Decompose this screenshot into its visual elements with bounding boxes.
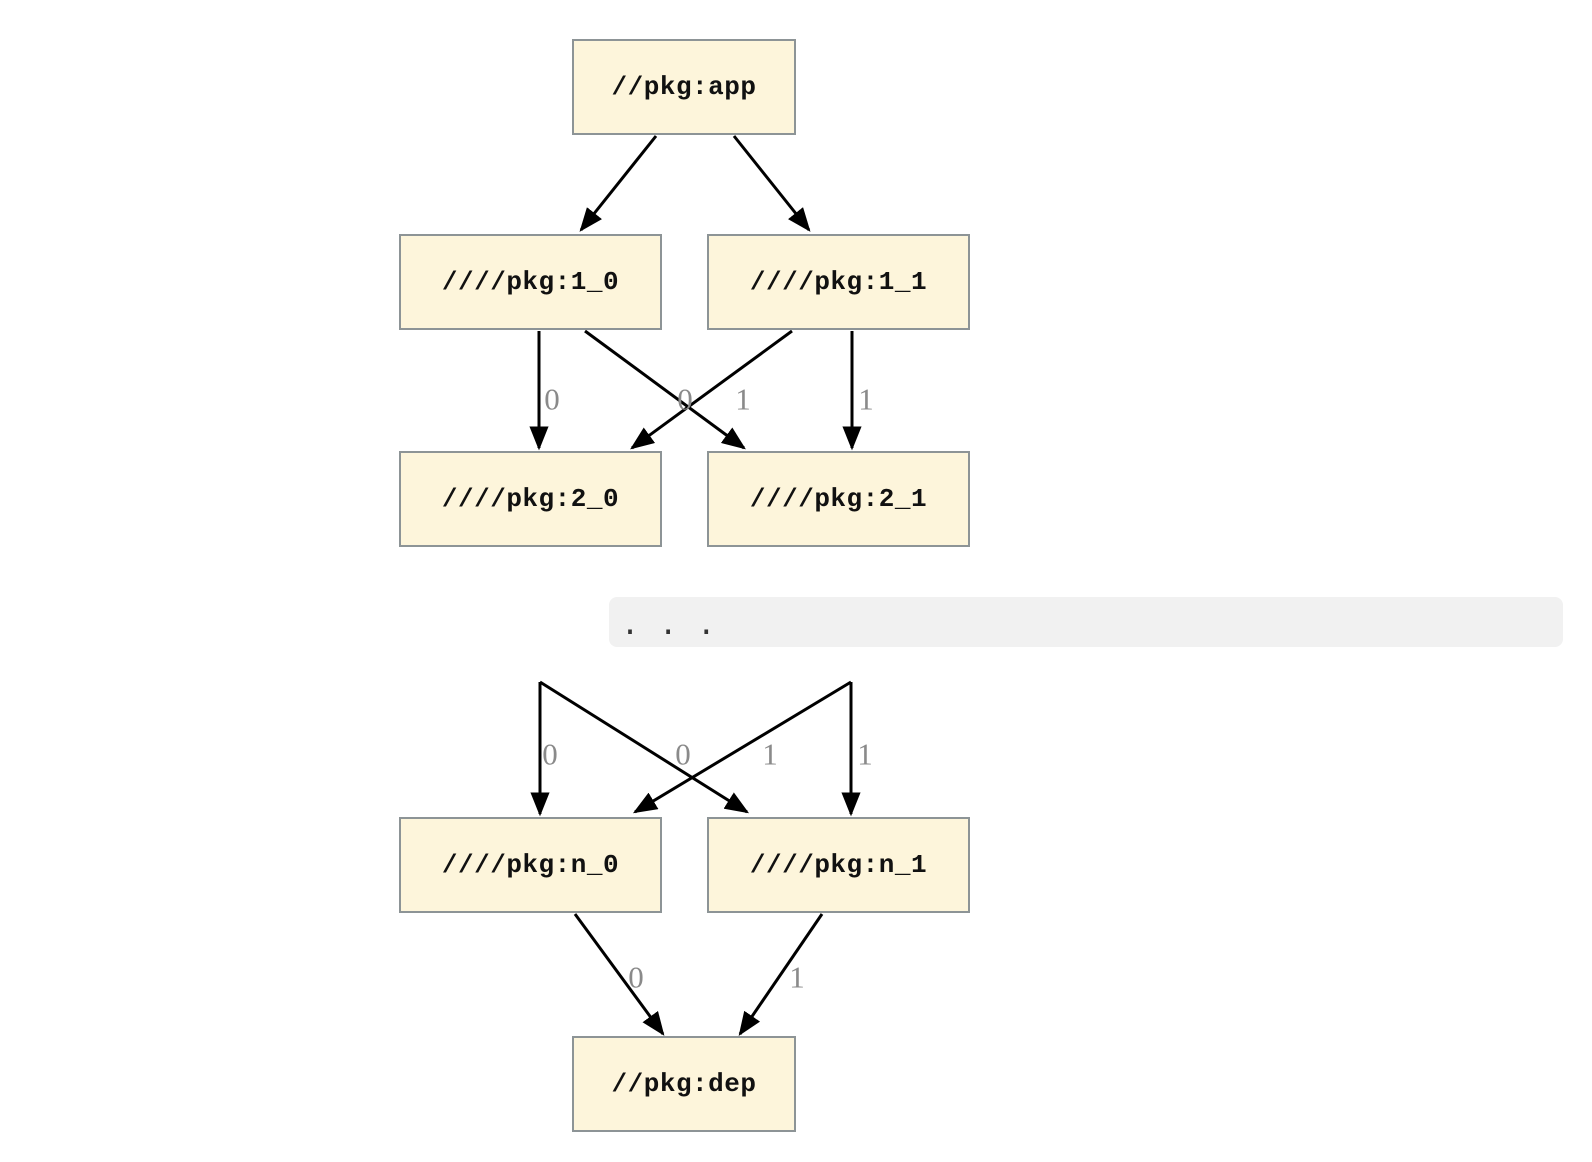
edge-ellipsis_0-to-n_1 bbox=[539, 680, 750, 814]
edge-label-n_1-to-dep: 1 bbox=[789, 960, 805, 995]
edge-label-ellipsis_0-to-n_0: 0 bbox=[542, 737, 558, 772]
edge-label-1_1-to-2_0: 1 bbox=[735, 382, 751, 417]
graph-node-2_0: ////pkg:2_0 bbox=[399, 451, 662, 547]
edge-ellipsis_1-to-n_0 bbox=[632, 680, 852, 814]
edge-1_0-to-2_1 bbox=[584, 329, 746, 450]
edge-label-1_0-to-2_0: 0 bbox=[544, 382, 560, 417]
edge-label-ellipsis_1-to-n_1: 1 bbox=[857, 737, 873, 772]
edge-n_0-to-dep bbox=[573, 913, 665, 1036]
edge-label-ellipsis_0-to-n_1: 0 bbox=[675, 737, 691, 772]
ellipsis-bar: . . . bbox=[609, 597, 1563, 647]
graph-node-app: //pkg:app bbox=[572, 39, 796, 135]
graph-node-2_1: ////pkg:2_1 bbox=[707, 451, 970, 547]
graph-node-1_1: ////pkg:1_1 bbox=[707, 234, 970, 330]
edge-label-ellipsis_1-to-n_0: 1 bbox=[762, 737, 778, 772]
graph-node-n_1: ////pkg:n_1 bbox=[707, 817, 970, 913]
edge-labels-group: 0 0 1 1 0 0 1 1 0 1 bbox=[542, 382, 874, 995]
graph-node-1_0: ////pkg:1_0 bbox=[399, 234, 662, 330]
edge-1_1-to-2_0 bbox=[630, 329, 793, 450]
edge-label-1_1-to-2_1: 1 bbox=[858, 382, 874, 417]
edge-n_1-to-dep bbox=[738, 913, 824, 1036]
edge-app-to-1_1 bbox=[732, 135, 811, 232]
edges-group bbox=[529, 135, 862, 1036]
ellipsis-dots: . . . bbox=[621, 607, 717, 642]
graph-node-dep: //pkg:dep bbox=[572, 1036, 796, 1132]
edge-label-n_0-to-dep: 0 bbox=[628, 960, 644, 995]
graph-node-n_0: ////pkg:n_0 bbox=[399, 817, 662, 913]
edge-label-1_0-to-2_1: 0 bbox=[677, 382, 693, 417]
edge-app-to-1_0 bbox=[579, 135, 658, 232]
